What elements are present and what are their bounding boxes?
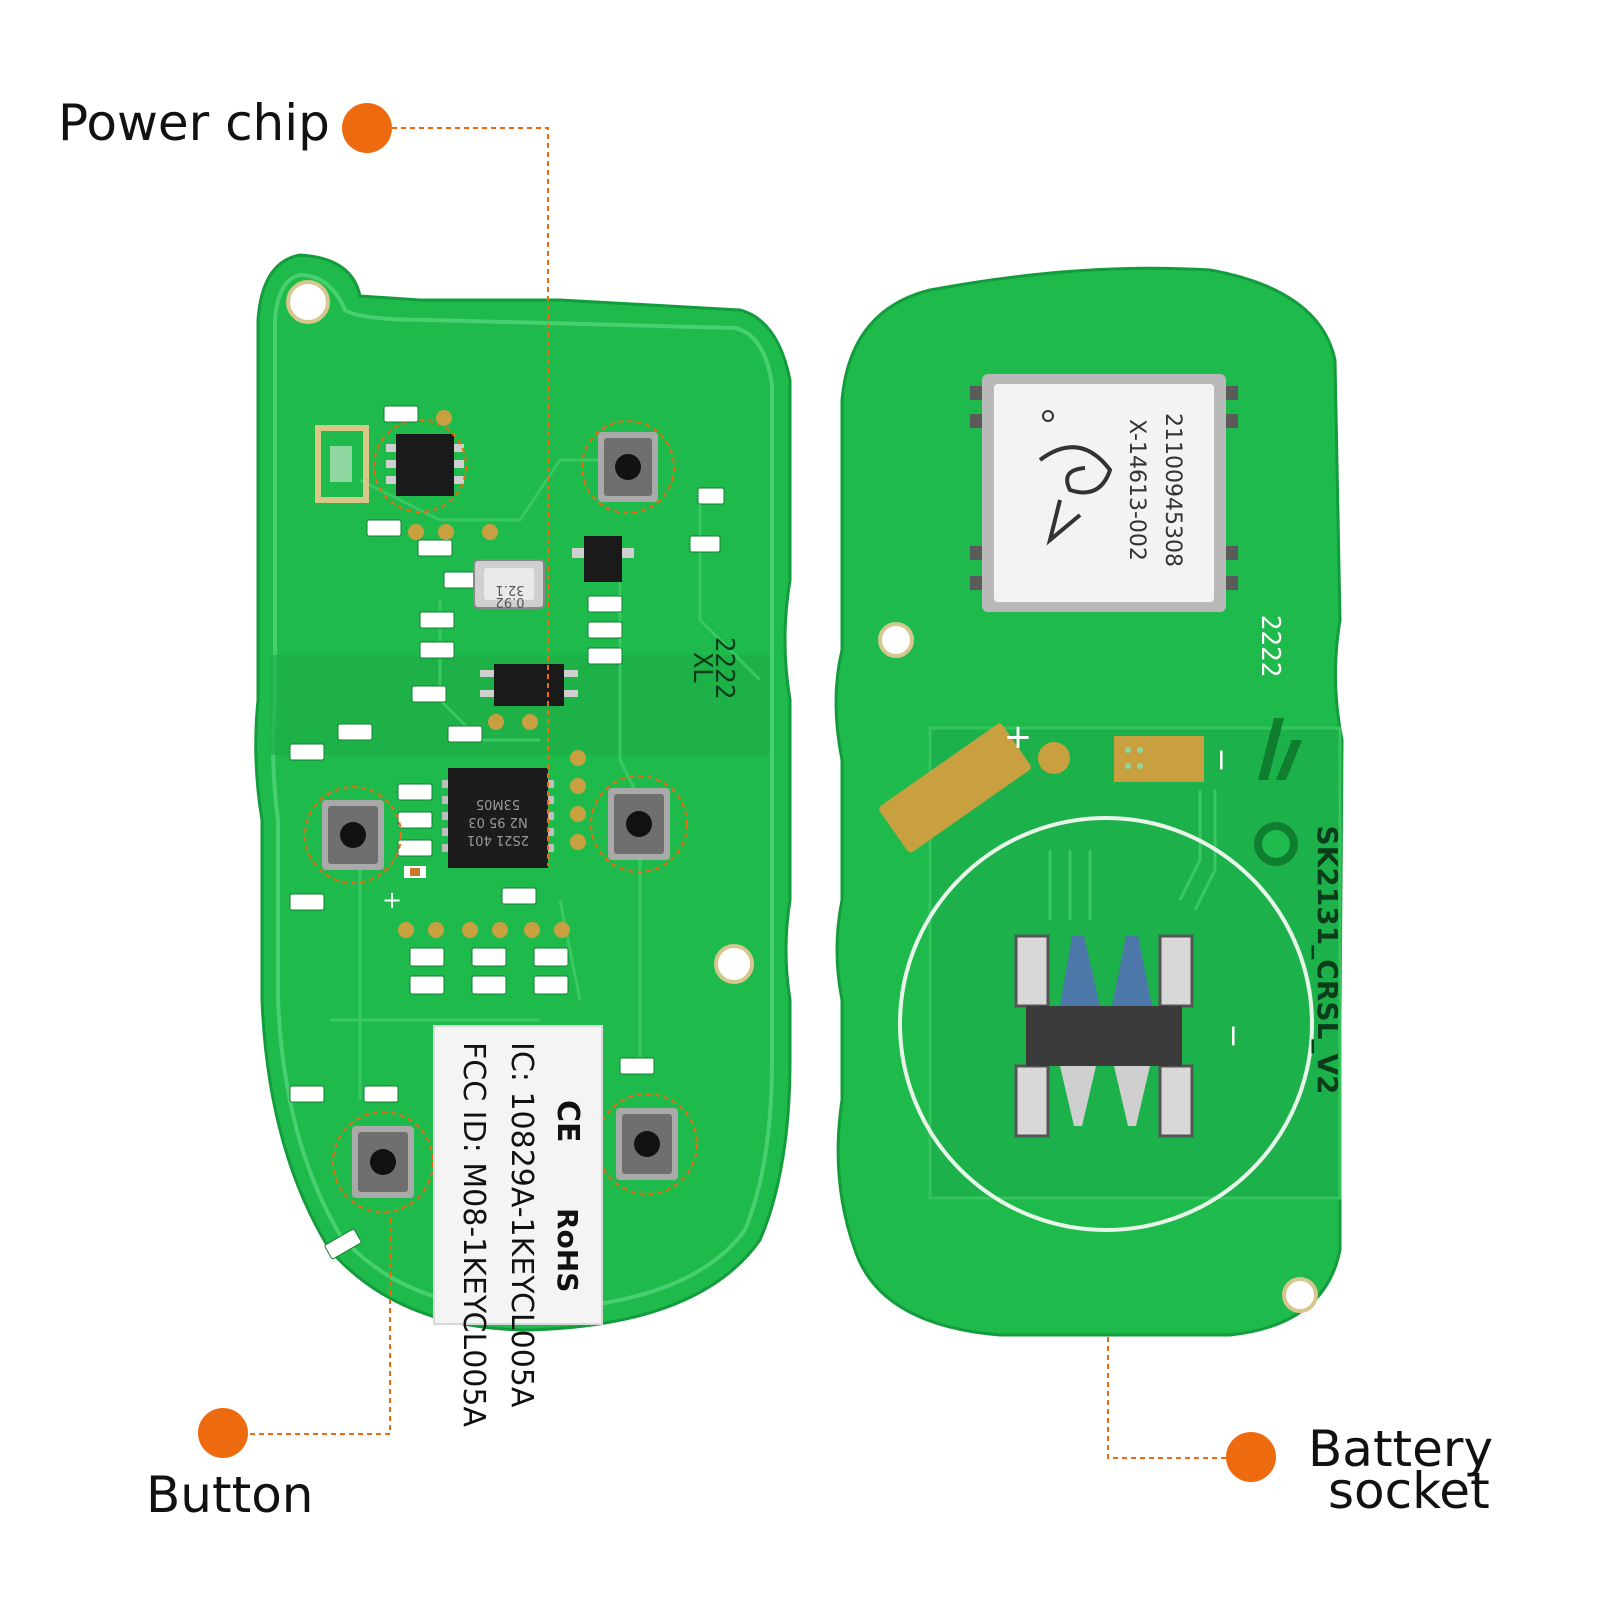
back-minus-mark: − <box>1204 747 1239 772</box>
callout-button-label: Button <box>146 1466 314 1524</box>
mcu-text-3: 2S21 401 <box>467 832 529 847</box>
callout-battery-label-1: Battery <box>1308 1420 1494 1478</box>
regulatory-label <box>433 1025 603 1325</box>
button-top-right <box>581 420 675 514</box>
mcu-chip <box>442 768 554 868</box>
front-hole-mid <box>714 944 754 984</box>
module-code-1: X-14613-002 <box>1124 419 1149 561</box>
crystal-oscillator <box>473 559 545 609</box>
back-plus-mark: + <box>1004 717 1033 757</box>
callout-battery-label-2: socket <box>1328 1462 1490 1520</box>
back-silk-code: 2222 <box>1255 615 1285 678</box>
button-mid-right <box>590 775 688 873</box>
battery-socket-outline <box>898 816 1314 1232</box>
back-hole-left <box>878 622 914 658</box>
front-hole-top <box>286 280 330 324</box>
crystal-text-2: 0.92 <box>496 594 525 609</box>
mcu-text-1: 53M05 <box>476 796 520 811</box>
mcu-text-2: N2 95 03 <box>468 814 527 829</box>
back-board-name: SK2131_CRSL_V2 <box>1311 825 1344 1094</box>
label-fcc: FCC ID: M08-1KEYCL005A <box>456 1042 491 1427</box>
label-ic: IC: 10829A-1KEYCL005A <box>504 1042 539 1408</box>
label-ce: CE <box>550 1100 585 1143</box>
button-mid-left <box>304 786 402 884</box>
battery-minus-pad <box>1114 736 1204 782</box>
power-chip <box>373 419 467 513</box>
front-silk-code: 2222 <box>709 637 739 700</box>
battery-socket <box>1014 934 1194 1138</box>
callout-power-chip-dot <box>342 103 392 153</box>
back-minus-mark-2: − <box>1216 1023 1251 1048</box>
front-polarity-mark: + <box>382 886 402 914</box>
callout-power-chip-label: Power chip <box>58 94 330 152</box>
crystal-text-1: 32.1 <box>496 582 525 597</box>
battery-plus-pad <box>879 723 1070 853</box>
callout-battery-socket-dot <box>1226 1432 1276 1482</box>
rf-module <box>970 374 1238 612</box>
callout-button-dot <box>198 1408 248 1458</box>
manufacturer-logo <box>1254 718 1302 866</box>
label-rohs: RoHS <box>551 1208 584 1292</box>
front-silk-xl: XL <box>687 652 717 683</box>
button-bottom-right <box>596 1093 698 1195</box>
module-code-2: 21100945308 <box>1160 413 1185 567</box>
back-hole-bottom <box>1282 1277 1318 1313</box>
